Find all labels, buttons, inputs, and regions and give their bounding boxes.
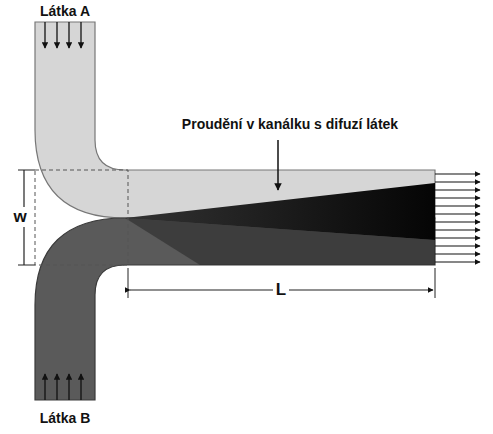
- outflow-arrow: [435, 221, 480, 222]
- width-tick: [18, 170, 35, 171]
- diffusion-zone-lower: [125, 218, 435, 265]
- callout-label: Proudění v kanálku s difuzí látek: [182, 116, 398, 132]
- outflow-arrow: [435, 245, 480, 246]
- outflow-arrow: [435, 261, 480, 262]
- callout-arrow: [277, 140, 279, 190]
- inflow-arrow: [80, 22, 81, 48]
- inlet-label: Látka A: [40, 3, 90, 19]
- outflow-arrow: [435, 173, 480, 174]
- dimension-label: L: [273, 280, 289, 300]
- junction-outline: [35, 170, 128, 265]
- inflow-arrow: [68, 374, 69, 400]
- outflow-arrow: [435, 229, 480, 230]
- flow-arrows: [45, 22, 480, 400]
- dimension-label: w: [10, 207, 29, 227]
- inflow-arrow: [44, 22, 45, 48]
- outflow-arrow: [435, 205, 480, 206]
- width-tick: [18, 265, 35, 266]
- inflow-arrow: [44, 374, 45, 400]
- inflow-arrow: [56, 374, 57, 400]
- inflow-arrow: [68, 22, 69, 48]
- outflow-arrow: [435, 237, 480, 238]
- outflow-arrow: [435, 213, 480, 214]
- length-tick: [128, 268, 129, 298]
- outflow-arrow: [435, 253, 480, 254]
- outflow-arrow: [435, 197, 480, 198]
- outflow-arrow: [435, 181, 480, 182]
- outflow-arrow: [435, 189, 480, 190]
- length-tick: [435, 268, 436, 298]
- inlet-b: [35, 218, 435, 400]
- inflow-arrow: [56, 22, 57, 48]
- inlet-a: [35, 22, 435, 218]
- inflow-arrow: [80, 374, 81, 400]
- inlet-label: Látka B: [40, 410, 91, 426]
